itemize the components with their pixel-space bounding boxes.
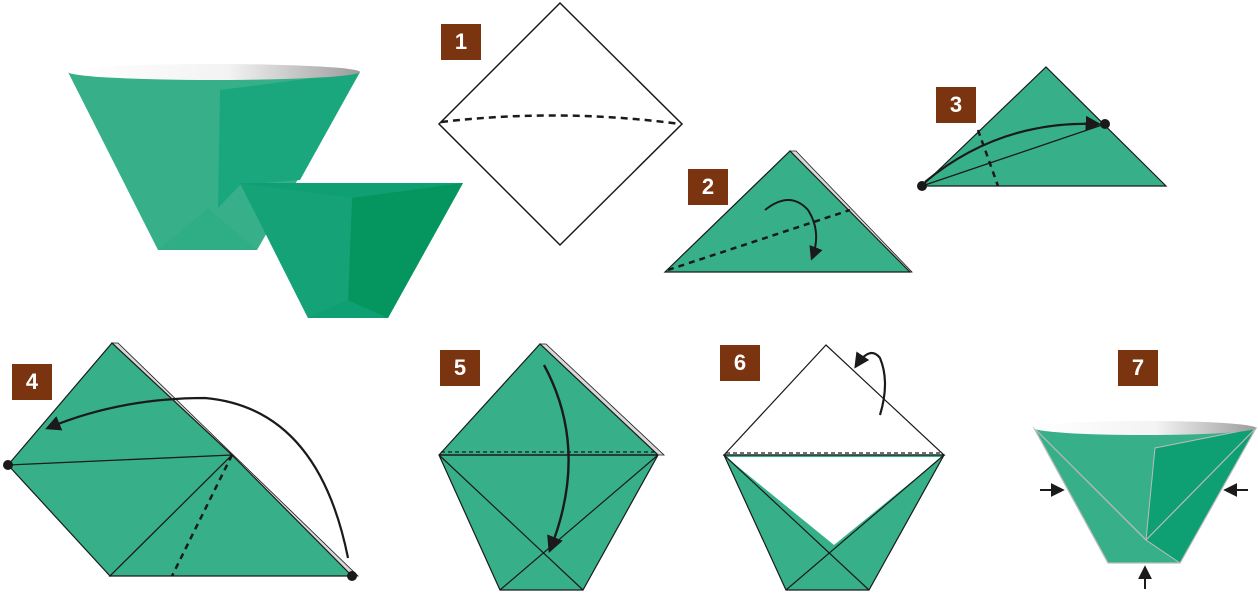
step-1-badge: 1 [441, 24, 481, 60]
step-3-fold-arrow [924, 115, 1102, 183]
step-4-fold-line [170, 454, 234, 577]
step-3-point-b [1100, 119, 1110, 129]
step-3-badge: 3 [936, 87, 976, 123]
step-5-badge: 5 [440, 350, 480, 386]
step-1-square [437, 1, 684, 247]
step-4-point-b [347, 571, 357, 581]
step-2-fold-line [667, 208, 851, 272]
step-5-pentagon [438, 343, 666, 591]
step-6-badge: 6 [720, 345, 760, 381]
step-3-point-a [917, 181, 927, 191]
step-2-badge: 2 [688, 169, 728, 205]
step-5-fold-arrow [542, 364, 570, 554]
finished-cup-large [68, 64, 360, 250]
step-3-triangle [917, 66, 1168, 191]
step-7-badge: 7 [1118, 350, 1158, 386]
step-2-fold-arrow [764, 199, 823, 261]
step-2-triangle [663, 150, 913, 273]
step-6-fold-arrow [854, 351, 887, 416]
step-7-finished-cup [1032, 421, 1258, 589]
step-6-pentagon [722, 344, 946, 591]
finished-cup-small [240, 183, 463, 318]
step-4-point-a [3, 460, 13, 470]
step-1-fold-line [440, 114, 681, 126]
step-4-badge: 4 [12, 364, 52, 400]
step-3-fold-line [976, 129, 1000, 187]
step-4-folded-triangle [3, 342, 359, 581]
step-4-fold-arrow [45, 396, 350, 559]
